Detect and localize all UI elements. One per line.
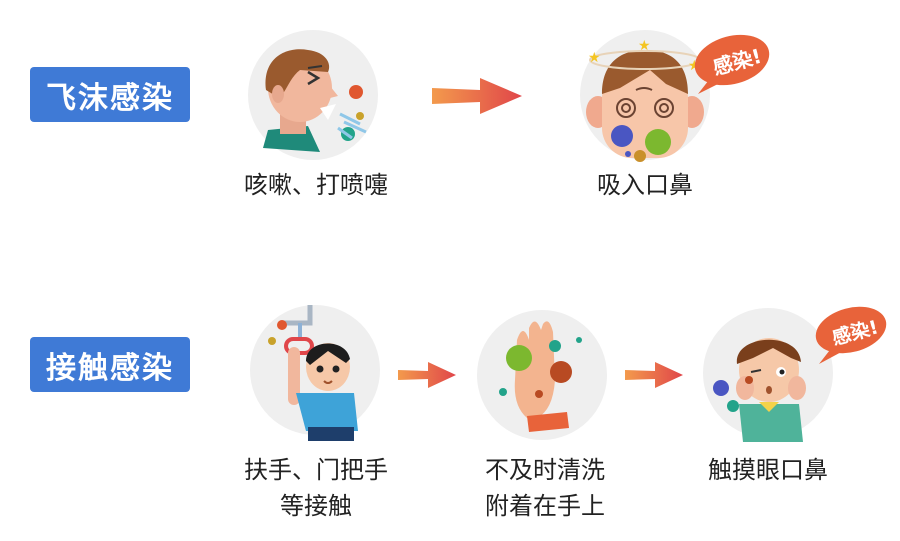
svg-text:★: ★ [638, 38, 651, 54]
handrail-caption: 扶手、门把手 等接触 [244, 456, 388, 520]
boy-touching-face-illustration: 感染! [703, 306, 887, 442]
coughing-person-illustration [248, 30, 378, 160]
infection-speech-bubble: 感染! [815, 306, 887, 364]
coughing-caption: 咳嗽、打喷嚏 [244, 171, 388, 199]
svg-text:★: ★ [588, 50, 601, 66]
inhale-caption: 吸入口鼻 [597, 171, 693, 199]
infection-speech-bubble: 感染! [694, 34, 770, 94]
dizzy-face-illustration: ★ ★ ★ 感染! [580, 30, 770, 162]
droplet-infection-label: 飞沫感染 [30, 67, 190, 122]
arrow-right-icon [398, 362, 456, 388]
arrow-right-icon [625, 362, 683, 388]
arrow-right-icon [432, 78, 522, 114]
hand-viruses-illustration [477, 310, 607, 440]
touch-face-caption: 触摸眼口鼻 [708, 456, 828, 484]
boy-handrail-illustration [250, 305, 380, 441]
contact-infection-label: 接触感染 [30, 337, 190, 392]
handwash-caption: 不及时清洗 附着在手上 [485, 456, 605, 520]
